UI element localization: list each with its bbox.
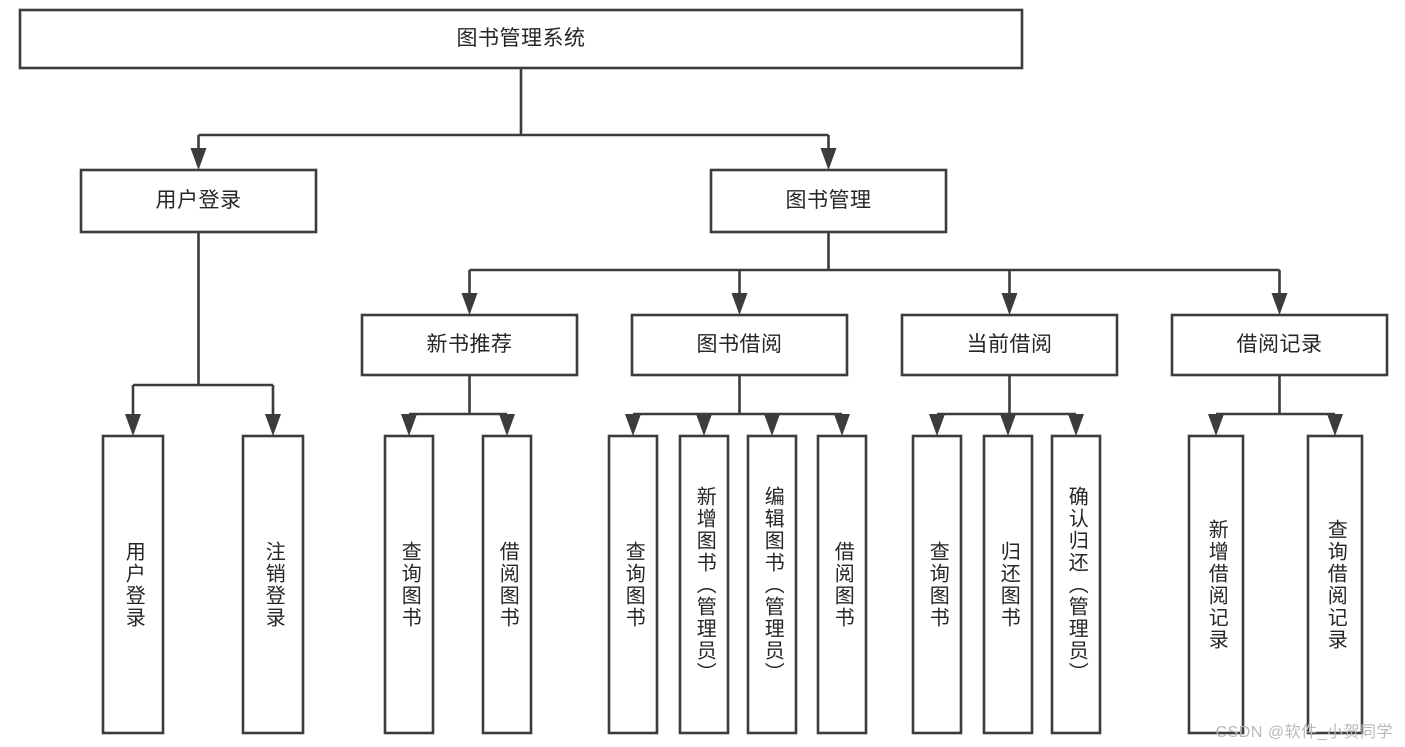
node-box-book-borrow[interactable] — [630, 313, 849, 377]
node-box-user-login[interactable] — [79, 168, 318, 234]
book-borrow-arrow-2 — [764, 414, 780, 436]
node-box-user-login-do[interactable] — [101, 434, 165, 735]
node-box-query-book-rec[interactable] — [383, 434, 435, 735]
ul-arrow-1 — [265, 414, 281, 436]
node-box-return-book[interactable] — [982, 434, 1034, 735]
node-box-edit-book-admin[interactable] — [746, 434, 798, 735]
node-box-borrow-book-do[interactable] — [816, 434, 868, 735]
bm-arrow-0 — [461, 293, 478, 315]
book-borrow-arrow-0 — [625, 414, 641, 436]
node-box-query-borrow-record[interactable] — [1306, 434, 1364, 735]
book-borrow-arrow-1 — [696, 414, 712, 436]
book-borrow-arrow-3 — [834, 414, 850, 436]
borrow-record-arrow-0 — [1208, 414, 1224, 436]
node-box-add-book-admin[interactable] — [678, 434, 730, 735]
new-book-recommend-arrow-0 — [401, 414, 417, 436]
node-box-new-book-recommend[interactable] — [360, 313, 579, 377]
node-box-query-book-current[interactable] — [911, 434, 963, 735]
edges-layer — [125, 68, 1343, 436]
node-box-current-borrow[interactable] — [900, 313, 1119, 377]
node-box-book-management[interactable] — [709, 168, 948, 234]
node-box-user-logout[interactable] — [241, 434, 305, 735]
node-box-borrow-book-rec[interactable] — [481, 434, 533, 735]
boxes-layer — [18, 8, 1389, 735]
node-box-root[interactable] — [18, 8, 1024, 70]
node-box-query-book-borrow[interactable] — [607, 434, 659, 735]
borrow-record-arrow-1 — [1327, 414, 1343, 436]
new-book-recommend-arrow-1 — [499, 414, 515, 436]
bm-arrow-1 — [731, 293, 748, 315]
current-borrow-arrow-0 — [929, 414, 945, 436]
root-arrow-1 — [820, 148, 837, 170]
node-box-add-borrow-record[interactable] — [1187, 434, 1245, 735]
node-box-borrow-record[interactable] — [1170, 313, 1389, 377]
ul-arrow-0 — [125, 414, 141, 436]
csdn-watermark: CSDN @软件_小贺同学 — [1215, 724, 1393, 741]
bm-arrow-3 — [1271, 293, 1288, 315]
current-borrow-arrow-2 — [1068, 414, 1084, 436]
node-box-confirm-return-admin[interactable] — [1050, 434, 1102, 735]
root-arrow-0 — [190, 148, 207, 170]
current-borrow-arrow-1 — [1000, 414, 1016, 436]
bm-arrow-2 — [1001, 293, 1018, 315]
